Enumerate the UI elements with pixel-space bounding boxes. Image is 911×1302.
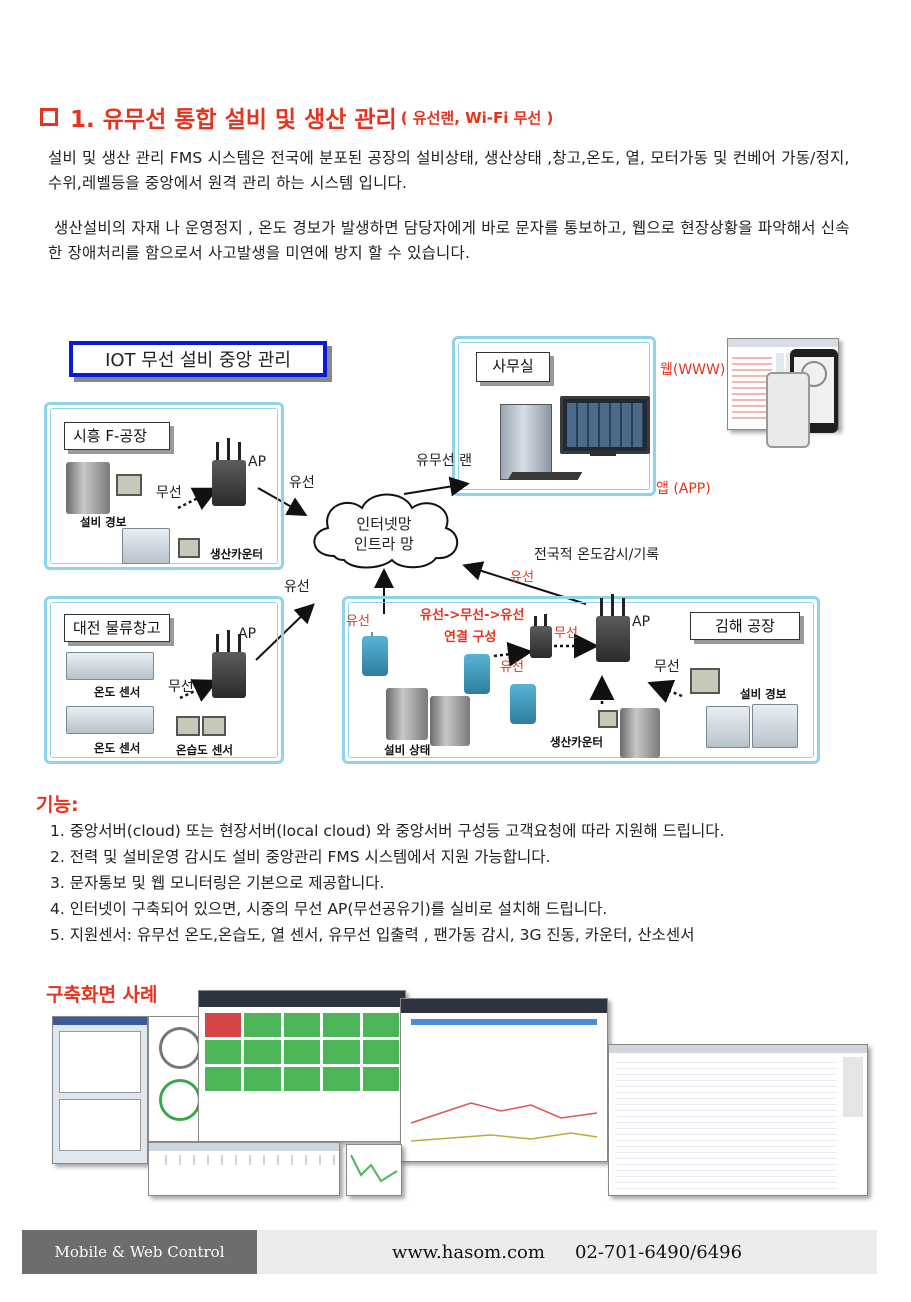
- alarm-panel-icon-2: [752, 704, 798, 748]
- factory2-alarm-label: 설비 경보: [740, 687, 787, 701]
- ap-router-icon: [596, 594, 630, 662]
- factory1-alarm-label: 설비 경보: [80, 515, 127, 529]
- warehouse-temp1-label: 온도 센서: [94, 685, 141, 699]
- factory1-wired-label: 유선: [289, 475, 315, 491]
- humid-sensor-icon: [176, 716, 200, 736]
- screenshot-5: [400, 998, 608, 1162]
- cnc-machine-icon: [66, 462, 110, 514]
- warehouse-wireless-label: 무선: [168, 679, 194, 695]
- cloud-label: 인터넷망 인트라 망: [354, 515, 414, 553]
- temp-sensor-icon-2: [66, 706, 154, 734]
- features-title: 기능:: [36, 794, 79, 816]
- footer-tagline: Mobile & Web Control: [22, 1230, 257, 1274]
- screenshot-3: [198, 990, 406, 1142]
- warehouse-humid-label: 온습도 센서: [176, 743, 233, 757]
- temp-sensor-icon: [66, 652, 154, 680]
- wired-lan-label: 유무선 랜: [416, 453, 472, 469]
- cnc-machine-icon-3: [620, 708, 660, 758]
- factory2-wired-left-label: 유선: [346, 614, 370, 629]
- counter-sensor-icon: [598, 710, 618, 728]
- factory2-status-label: 설비 상태: [384, 743, 431, 757]
- screens-title: 구축화면 사례: [46, 984, 158, 1006]
- alarm-panel-icon: [706, 706, 750, 748]
- cnc-machine-icon-2: [430, 696, 470, 746]
- factory1-wireless-label: 무선: [156, 485, 182, 501]
- diagram-title: IOT 무선 설비 중앙 관리: [69, 341, 327, 377]
- bridge-router-icon: [530, 614, 552, 658]
- screenshot-4: [148, 1142, 340, 1196]
- intro-paragraph-2: 생산설비의 자재 나 운영정지 , 온도 경보가 발생하면 담당자에게 바로 문…: [48, 219, 850, 262]
- ap-router-icon: [212, 630, 246, 698]
- warehouse-label: 대전 물류창고: [64, 614, 170, 642]
- io-module-icon: [362, 636, 388, 676]
- counter-box-icon: [122, 528, 170, 564]
- footer-contact: www.hasom.com 02-701-6490/6496: [257, 1230, 877, 1274]
- factory2-counter-label: 생산카운터: [550, 735, 603, 749]
- factory2-chain-label: 유선->무선->유선: [420, 608, 525, 623]
- section-title: 1. 유무선 통합 설비 및 생산 관리: [70, 107, 397, 133]
- factory1-counter-label: 생산카운터: [210, 547, 263, 561]
- intro-paragraph-1: 설비 및 생산 관리 FMS 시스템은 전국에 분포된 공장의 설비상태, 생산…: [48, 149, 850, 192]
- phone-icon-2: [766, 372, 810, 448]
- screenshot-6: [608, 1044, 868, 1196]
- monitor-icon: [560, 396, 650, 454]
- cloud-icon: [313, 493, 459, 569]
- office-label: 사무실: [476, 352, 550, 382]
- screenshot-7: [346, 1144, 402, 1196]
- list-item: 4. 인터넷이 구축되어 있으면, 시중의 무선 AP(무선공유기)를 실비로 …: [50, 900, 608, 918]
- factory2-chain-sub-label: 연결 구성: [444, 630, 497, 645]
- factory2-wireless-mid-label: 무선: [554, 626, 578, 641]
- factory2-wired-low-label: 유선: [500, 660, 524, 675]
- factory2-ap-label: AP: [632, 614, 651, 630]
- ap-router-icon: [212, 438, 246, 506]
- checkbox-icon: [40, 108, 58, 126]
- list-item: 3. 문자통보 및 웹 모니터링은 기본으로 제공합니다.: [50, 874, 385, 892]
- factory2-wired-top-label: 유선: [510, 570, 534, 585]
- factory1-ap-label: AP: [248, 454, 267, 470]
- footer-url[interactable]: www.hasom.com: [391, 1241, 545, 1263]
- factory2-box: [342, 596, 820, 764]
- list-item: 2. 전력 및 설비운영 감시도 설비 중앙관리 FMS 시스템에서 지원 가능…: [50, 848, 551, 866]
- screenshot-1: [52, 1016, 148, 1164]
- sensor-device-icon: [116, 474, 142, 496]
- list-item: 5. 지원센서: 유무선 온도,온습도, 열 센서, 유무선 입출력 , 팬가동…: [50, 926, 695, 944]
- factory2-wireless-right-label: 무선: [654, 659, 680, 675]
- features-list: 1. 중앙서버(cloud) 또는 현장서버(local cloud) 와 중앙…: [50, 818, 725, 948]
- nationwide-label: 전국적 온도감시/기록: [534, 547, 660, 563]
- warehouse-box: [44, 596, 284, 764]
- web-label: 웹(WWW): [660, 362, 726, 378]
- factory2-label: 김해 공장: [690, 612, 800, 640]
- app-label: 앱 (APP): [656, 481, 711, 497]
- warehouse-wired-label: 유선: [284, 579, 310, 595]
- list-item: 1. 중앙서버(cloud) 또는 현장서버(local cloud) 와 중앙…: [50, 822, 725, 840]
- pc-tower-icon: [500, 404, 552, 480]
- alarm-sensor-icon: [690, 668, 720, 694]
- section-subtitle: ( 유선랜, Wi-Fi 무선 ): [400, 108, 554, 127]
- io-module-icon-2: [464, 654, 490, 694]
- io-module-icon-3: [510, 684, 536, 724]
- footer-phone: 02-701-6490/6496: [574, 1241, 743, 1263]
- warehouse-temp2-label: 온도 센서: [94, 741, 141, 755]
- factory1-label: 시흥 F-공장: [64, 422, 170, 450]
- warehouse-ap-label: AP: [238, 626, 257, 642]
- section-heading: 1. 유무선 통합 설비 및 생산 관리 ( 유선랜, Wi-Fi 무선 ): [40, 100, 553, 134]
- cnc-machine-icon: [386, 688, 428, 740]
- humid-sensor-icon-2: [202, 716, 226, 736]
- counter-sensor-icon: [178, 538, 200, 558]
